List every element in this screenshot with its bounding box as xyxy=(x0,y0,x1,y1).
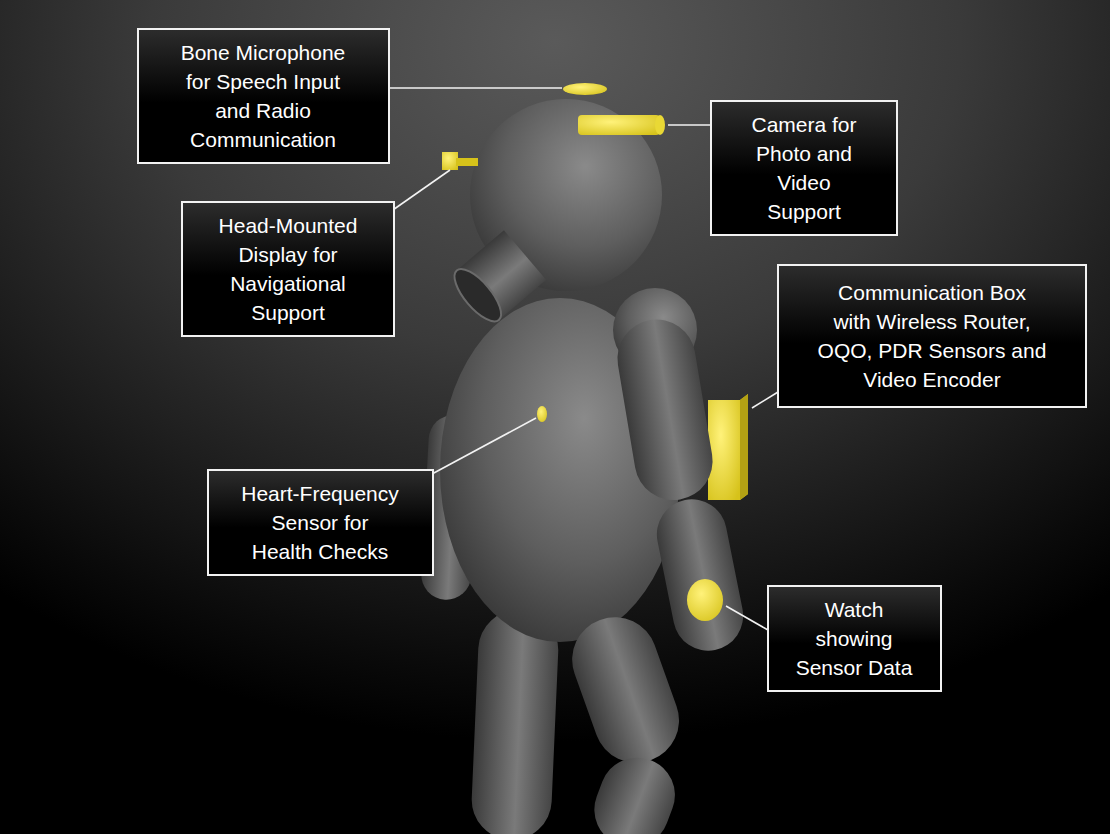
callout-text: Communication Box with Wireless Router, … xyxy=(817,278,1047,394)
callout-text: Watch showing Sensor Data xyxy=(792,595,917,682)
callout-box: Head-Mounted Display for Navigational Su… xyxy=(181,201,395,337)
back-leg xyxy=(470,608,560,834)
watch-device xyxy=(687,579,723,621)
heart-sensor-device xyxy=(537,406,547,422)
upper-arm xyxy=(612,314,719,506)
callout-text: Heart-Frequency Sensor for Health Checks xyxy=(240,479,401,566)
gas-mask xyxy=(447,230,546,328)
callout-box: Communication Box with Wireless Router, … xyxy=(777,264,1087,408)
callout-text: Camera for Photo and Video Support xyxy=(744,110,864,226)
callout-box: Watch showing Sensor Data xyxy=(767,585,942,692)
camera-device xyxy=(578,115,665,135)
callout-text: Bone Microphone for Speech Input and Rad… xyxy=(171,38,356,154)
front-shin xyxy=(584,747,686,834)
bone-microphone-device xyxy=(563,83,607,95)
callout-box: Heart-Frequency Sensor for Health Checks xyxy=(207,469,434,576)
callout-box: Bone Microphone for Speech Input and Rad… xyxy=(137,28,390,164)
callout-box: Camera for Photo and Video Support xyxy=(710,100,898,236)
head-mounted-display-device xyxy=(442,152,478,170)
forearm xyxy=(651,493,750,657)
front-thigh xyxy=(560,606,690,775)
communication-box-device xyxy=(708,394,748,500)
callout-text: Head-Mounted Display for Navigational Su… xyxy=(213,211,363,327)
